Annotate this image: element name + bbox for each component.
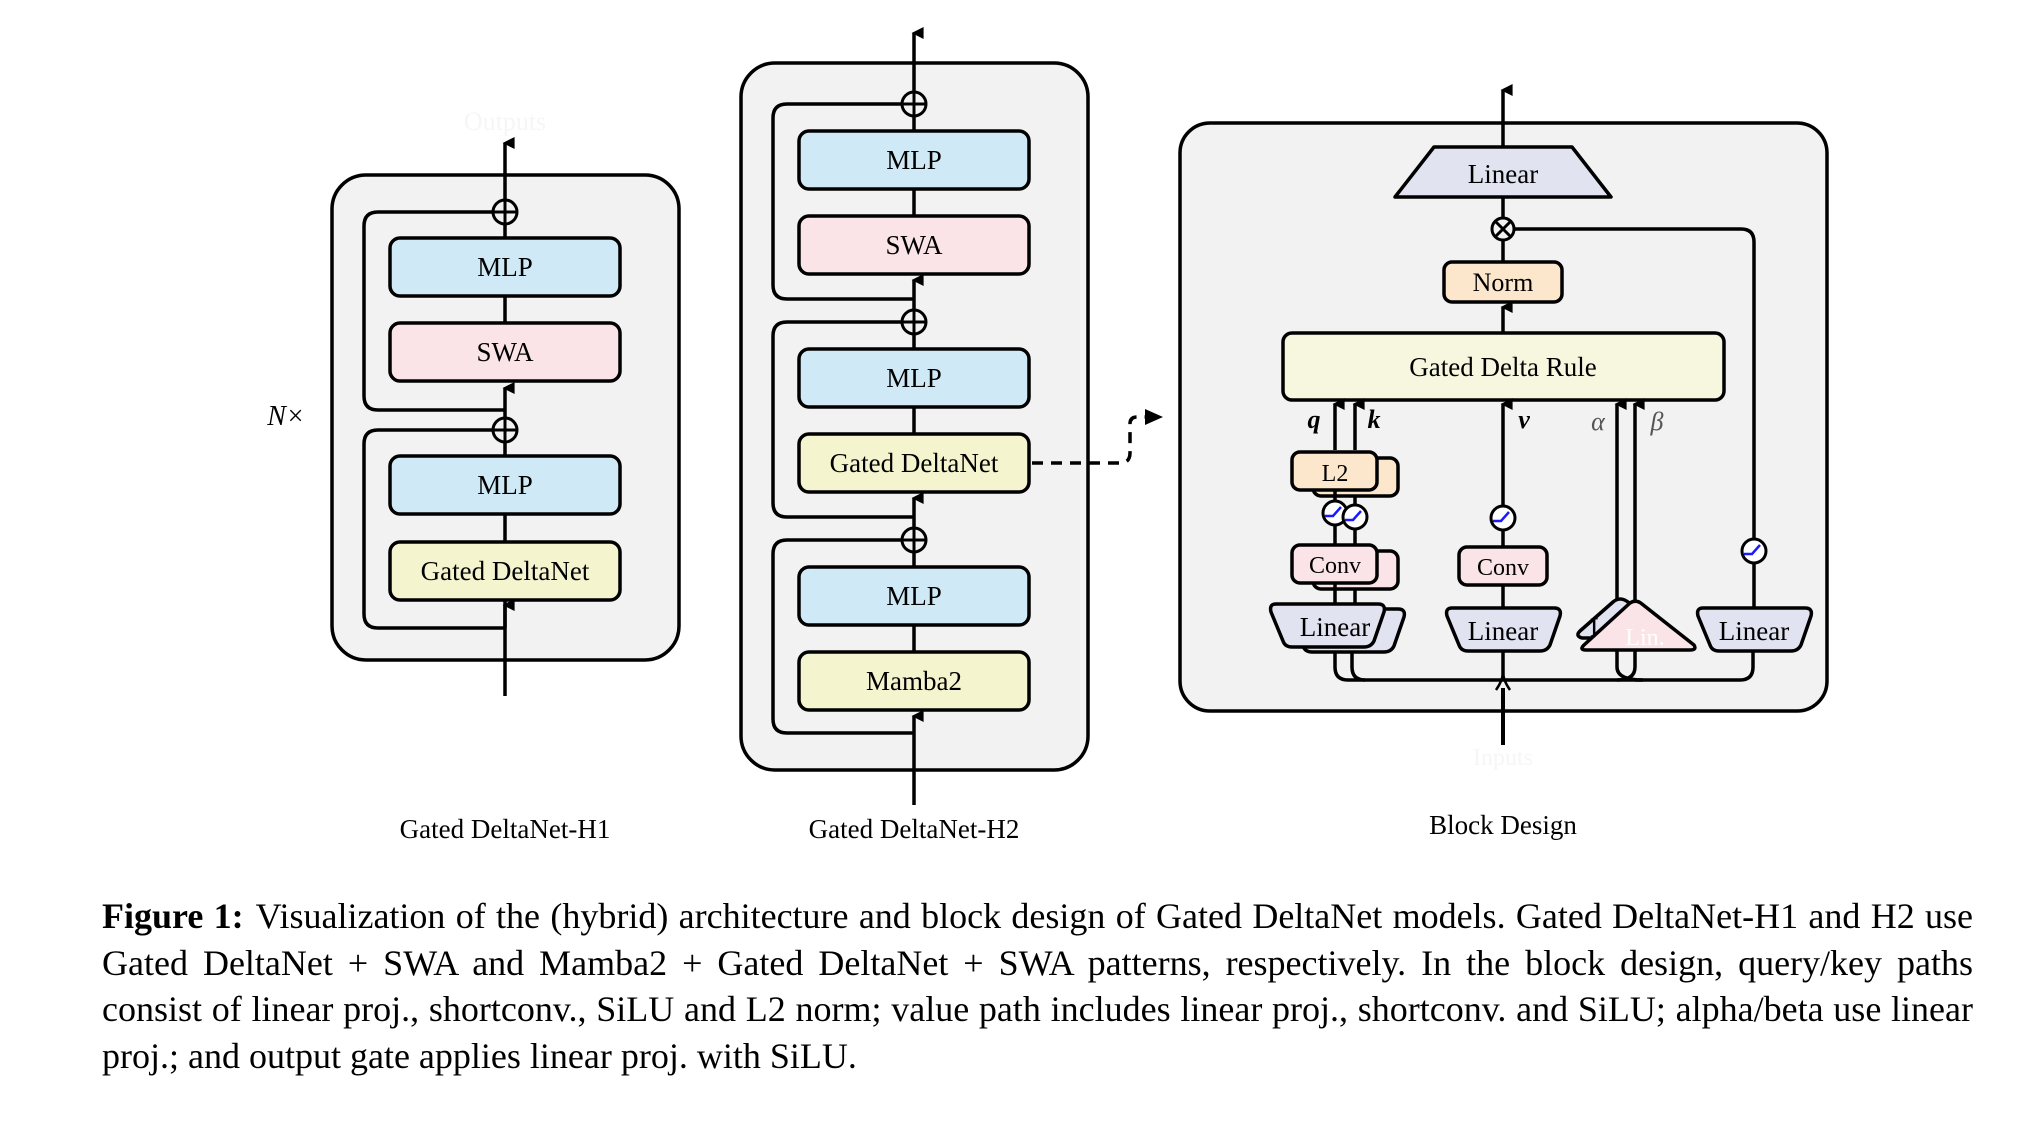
h1-residual-2 xyxy=(362,210,505,412)
expand-connector xyxy=(1032,415,1158,465)
block-faint-inputs-label: Inputs xyxy=(1473,745,1533,771)
block-norm: Norm xyxy=(1442,260,1564,304)
h1-add-icon-1 xyxy=(491,416,519,444)
multiply-icon xyxy=(1490,216,1516,242)
l2-norm-stack: L2 xyxy=(1290,450,1400,498)
svg-text:MLP: MLP xyxy=(886,145,942,175)
svg-text:SWA: SWA xyxy=(476,337,534,367)
silu-icon-q xyxy=(1321,499,1349,527)
silu-icon-k xyxy=(1341,503,1369,531)
gate-path xyxy=(1514,227,1756,540)
svg-text:Gated DeltaNet: Gated DeltaNet xyxy=(830,448,999,478)
h1-add-icon-2 xyxy=(491,198,519,226)
svg-text:Linear: Linear xyxy=(1468,616,1538,646)
svg-text:Gated DeltaNet: Gated DeltaNet xyxy=(421,556,590,586)
svg-text:Norm: Norm xyxy=(1473,268,1534,297)
h1-block-gated-deltanet: Gated DeltaNet xyxy=(388,540,622,602)
h1-diagram: Outputs N× MLP SWA xyxy=(266,107,681,844)
svg-text:MLP: MLP xyxy=(477,470,533,500)
svg-text:Lin.: Lin. xyxy=(1625,625,1664,651)
block-output-linear: Linear xyxy=(1393,145,1613,199)
svg-text:Gated Delta Rule: Gated Delta Rule xyxy=(1409,352,1596,382)
silu-icon-v xyxy=(1489,504,1517,532)
architecture-figure: Outputs N× MLP SWA xyxy=(266,27,1829,844)
figure-caption: Figure 1:Visualization of the (hybrid) a… xyxy=(102,893,1973,1079)
h2-title: Gated DeltaNet-H2 xyxy=(809,814,1020,844)
k-label: k xyxy=(1368,405,1381,434)
svg-text:Linear: Linear xyxy=(1468,159,1538,189)
h1-faint-outputs-label: Outputs xyxy=(464,107,546,136)
h2-block-mlp-1: MLP xyxy=(797,129,1031,191)
h2-add-icon-1 xyxy=(900,526,928,554)
h1-residual-1 xyxy=(362,428,505,630)
linear-v: Linear xyxy=(1444,606,1563,653)
h1-block-swa: SWA xyxy=(388,321,622,383)
svg-text:MLP: MLP xyxy=(886,581,942,611)
h1-title: Gated DeltaNet-H1 xyxy=(400,814,611,844)
h1-block-mlp-top: MLP xyxy=(388,236,622,298)
alpha-label: α xyxy=(1591,407,1606,436)
h2-residual-2 xyxy=(771,320,914,519)
svg-text:Conv: Conv xyxy=(1477,555,1529,581)
figure-caption-text: Visualization of the (hybrid) architectu… xyxy=(102,896,1974,1076)
h2-block-mamba2: Mamba2 xyxy=(797,650,1031,712)
figure-label: Figure 1: xyxy=(102,896,244,936)
gated-delta-rule: Gated Delta Rule xyxy=(1281,331,1726,402)
q-label: q xyxy=(1308,405,1321,434)
h1-block-mlp-bottom: MLP xyxy=(388,454,622,516)
block-design: Inputs Linear Norm Gated Delta Rule xyxy=(1178,84,1829,840)
h2-block-mlp-3: MLP xyxy=(797,565,1031,627)
h1-repeat-label: N× xyxy=(266,401,305,432)
linear-qk-stack: Linear xyxy=(1268,602,1407,654)
h2-block-gated-deltanet: Gated DeltaNet xyxy=(797,432,1031,494)
svg-text:Linear: Linear xyxy=(1719,616,1789,646)
h2-diagram: MLP SWA MLP Gated DeltaNet MLP Mamba2 Ga… xyxy=(739,27,1090,844)
h2-add-icon-3 xyxy=(900,90,928,118)
svg-text:SWA: SWA xyxy=(885,230,943,260)
silu-icon-gate xyxy=(1740,537,1768,565)
svg-text:L2: L2 xyxy=(1322,461,1349,487)
h2-block-mlp-2: MLP xyxy=(797,347,1031,409)
svg-text:Mamba2: Mamba2 xyxy=(866,666,962,696)
svg-text:Linear: Linear xyxy=(1300,612,1370,642)
conv-v: Conv xyxy=(1457,545,1549,587)
h2-residual-1 xyxy=(771,538,914,735)
expand-arrowhead xyxy=(1145,409,1163,425)
beta-label: β xyxy=(1650,407,1664,436)
conv-qk-stack: Conv xyxy=(1290,543,1400,591)
h2-add-icon-2 xyxy=(900,308,928,336)
svg-text:Conv: Conv xyxy=(1309,553,1361,579)
linear-beta-triangle: Lin. xyxy=(1580,599,1697,652)
h2-residual-3 xyxy=(771,102,914,301)
h2-block-swa: SWA xyxy=(797,214,1031,276)
v-label: v xyxy=(1518,405,1530,434)
svg-text:MLP: MLP xyxy=(886,363,942,393)
block-design-title: Block Design xyxy=(1429,810,1577,840)
linear-gate: Linear xyxy=(1695,606,1814,653)
svg-text:MLP: MLP xyxy=(477,252,533,282)
